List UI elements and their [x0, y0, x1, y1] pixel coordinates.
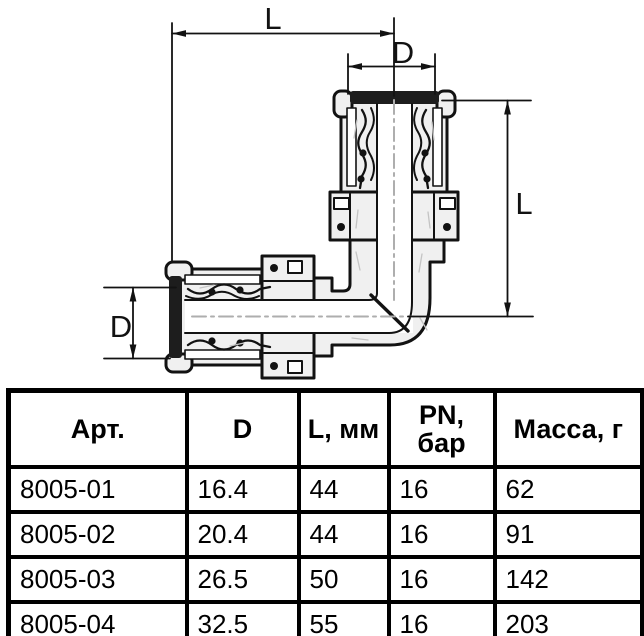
cell-diameter: 20.4 — [184, 510, 301, 559]
cell-length: 44 — [296, 510, 391, 559]
cell-mass: 62 — [492, 465, 644, 514]
arrowhead — [129, 287, 137, 302]
cell-pressure: 16 — [386, 510, 497, 559]
cell-article: 8005-04 — [6, 600, 189, 636]
horizontal-sleeve-slot-top — [184, 274, 261, 285]
technical-drawing: L D L D — [103, 1, 534, 380]
spec-table: Арт. D L, мм PN, бар Масса, г 8005-01 16… — [6, 388, 644, 636]
cell-pressure: 16 — [386, 555, 497, 604]
col-header-mass: Масса, г — [492, 388, 644, 469]
cell-diameter: 26.5 — [184, 555, 301, 604]
arrowhead — [380, 30, 394, 37]
col-header-article: Арт. — [6, 388, 189, 469]
table-header-row: Арт. D L, мм PN, бар Масса, г — [6, 388, 644, 469]
cell-diameter: 32.5 — [184, 600, 301, 636]
vertical-sleeve-slot-left — [346, 107, 357, 187]
cell-diameter: 16.4 — [184, 465, 301, 514]
dimension-diameter-left — [103, 286, 177, 360]
cell-length: 44 — [296, 465, 391, 514]
cell-length: 55 — [296, 600, 391, 636]
arrowhead — [172, 30, 186, 37]
cell-article: 8005-03 — [6, 555, 189, 604]
dim-label-length-right: L — [515, 186, 532, 221]
col-header-diameter: D — [184, 388, 301, 469]
centerlines — [191, 99, 415, 318]
dim-label-diameter-top: D — [392, 35, 414, 70]
corner-miter-line — [369, 293, 410, 333]
cell-length: 50 — [296, 555, 391, 604]
dim-label-length-top: L — [264, 1, 281, 36]
table-row: 8005-04 32.5 55 16 203 — [6, 600, 644, 636]
cell-article: 8005-02 — [6, 510, 189, 559]
dimension-length-top — [171, 17, 395, 263]
cell-pressure: 16 — [386, 465, 497, 514]
arrowhead — [504, 100, 511, 115]
vertical-sleeve-slot-right — [432, 107, 443, 187]
dimension-diameter-top — [347, 53, 436, 95]
dimension-length-right — [407, 99, 534, 318]
vertical-sleeve-end-band — [350, 91, 439, 104]
col-header-pressure: PN, бар — [386, 388, 497, 469]
arrowhead — [421, 63, 435, 70]
horizontal-sleeve-end-band — [169, 276, 182, 358]
col-header-length: L, мм — [296, 388, 391, 469]
table-row: 8005-03 26.5 50 16 142 — [6, 555, 644, 604]
cell-article: 8005-01 — [6, 465, 189, 514]
cell-mass: 142 — [492, 555, 644, 604]
cell-mass: 91 — [492, 510, 644, 559]
elbow-fitting-cross-section — [164, 89, 460, 380]
arrowhead — [129, 344, 137, 359]
table-row: 8005-01 16.4 44 16 62 — [6, 465, 644, 514]
horizontal-sleeve-slot-bottom — [184, 349, 261, 360]
cell-mass: 203 — [492, 600, 644, 636]
arrowhead — [348, 63, 362, 70]
cell-pressure: 16 — [386, 600, 497, 636]
dim-label-diameter-left: D — [110, 309, 132, 344]
table-row: 8005-02 20.4 44 16 91 — [6, 510, 644, 559]
arrowhead — [504, 302, 511, 317]
